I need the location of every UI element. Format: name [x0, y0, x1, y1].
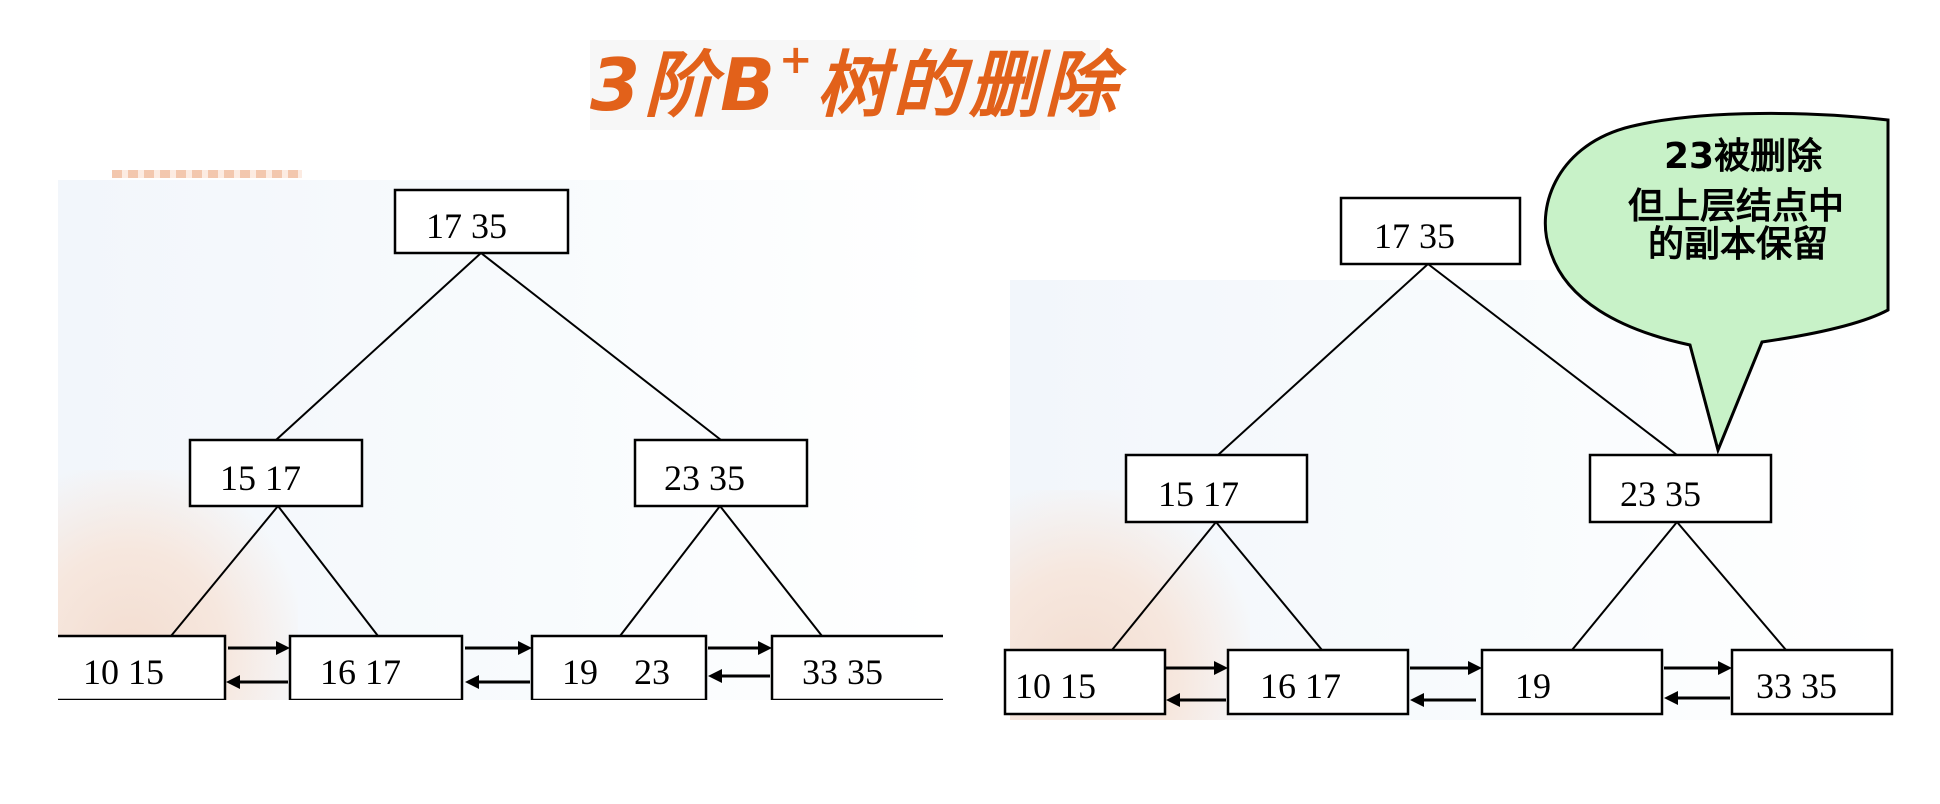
leaf-link-2-3: [465, 641, 532, 689]
edge-root-right: [480, 252, 722, 441]
background-smudge: [1010, 490, 1250, 720]
callout-line2: 但上层结点中: [1628, 186, 1844, 227]
edge-r1-leaf2: [619, 505, 721, 637]
leaf-node-2: 16 17: [288, 634, 464, 700]
internal-node-left-label: 15 17: [220, 458, 301, 498]
edge-l1-leaf1: [277, 505, 379, 637]
tree-after-panel: [1010, 280, 1890, 720]
title-prefix: 3阶B: [590, 43, 779, 127]
tree-before-panel: 17 35 15 17 23 35 10 15 16 17 19 23 33 3…: [58, 180, 943, 700]
callout-number: 23: [1664, 136, 1714, 177]
decorative-smear: [112, 170, 302, 178]
leaf-node-4-label: 33 35: [802, 652, 883, 692]
root-node: 17 35: [1339, 196, 1522, 266]
root-node-label: 17 35: [1374, 216, 1455, 256]
edge-r1-leaf3: [719, 505, 823, 637]
title-suffix: 树的删除: [816, 43, 1121, 127]
leaf-node-1: 10 15: [58, 634, 227, 700]
root-node-label: 17 35: [426, 206, 507, 246]
leaf-link-3-4: [708, 641, 772, 683]
edge-root-left: [275, 252, 482, 441]
callout-line1-text: 被删除: [1714, 136, 1823, 177]
internal-node-right-label: 23 35: [664, 458, 745, 498]
leaf-node-3-label: 19 23: [562, 652, 670, 692]
leaf-node-3: 19 23: [530, 634, 708, 700]
leaf-node-2-label: 16 17: [320, 652, 401, 692]
leaf-link-1-2: [226, 641, 290, 689]
title-superscript: +: [778, 37, 817, 83]
leaf-node-1-label: 10 15: [83, 652, 164, 692]
internal-node-right: 23 35: [633, 438, 809, 508]
leaf-node-4: 33 35: [770, 634, 943, 700]
root-node: 17 35: [393, 188, 570, 255]
edge-l1-leaf0: [170, 505, 279, 637]
callout-line3: 的副本保留: [1648, 224, 1828, 265]
tree-before-diagram: 17 35 15 17 23 35 10 15 16 17 19 23 33 3…: [58, 188, 943, 700]
callout-line1: 23被删除: [1664, 136, 1823, 177]
page-title: 3阶B+树的删除: [590, 37, 1117, 130]
internal-node-left: 15 17: [188, 438, 364, 508]
